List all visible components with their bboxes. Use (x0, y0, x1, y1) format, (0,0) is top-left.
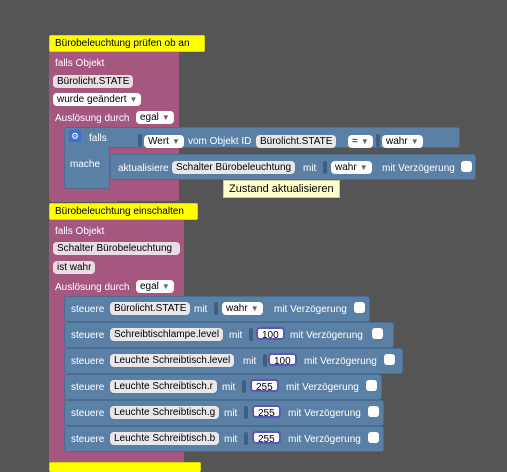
delay-checkbox[interactable] (366, 380, 377, 391)
object-field-2[interactable]: Schalter Bürobeleuchtung (53, 242, 180, 255)
control-value: wahr (226, 303, 248, 314)
if-label: falls (89, 133, 107, 144)
control-target[interactable]: Schreibtischlampe.level (110, 328, 224, 341)
steuere-label: steuere (71, 408, 105, 419)
value-slot-edge (249, 328, 253, 341)
value-slot-edge (214, 302, 218, 315)
delay-label: mit Verzögerung (382, 163, 455, 174)
control-target[interactable]: Leuchte Schreibtisch.r (110, 380, 217, 393)
ausloesung-label-2: Auslösung durch (55, 282, 130, 293)
value-slot-edge (244, 406, 248, 419)
delay-label: mit Verzögerung (274, 304, 347, 315)
steuere-label: steuere (71, 382, 105, 393)
delay-label: mit Verzögerung (290, 330, 363, 341)
chevron-down-icon: ▼ (360, 137, 369, 146)
value-dd-label: Wert (148, 136, 169, 147)
trigger-field-2[interactable]: ist wahr (53, 261, 96, 274)
steuere-label: steuere (71, 356, 105, 367)
control-number[interactable]: 255 (252, 431, 281, 445)
control-value-dropdown[interactable]: wahr▼ (222, 302, 263, 315)
chevron-down-icon: ▼ (161, 113, 170, 122)
comment-block-1[interactable]: Bürobeleuchtung prüfen ob an (49, 35, 205, 52)
steuere-label: steuere (71, 304, 105, 315)
control-target[interactable]: Leuchte Schreibtisch.b (110, 432, 220, 445)
control-number[interactable]: 255 (252, 405, 281, 419)
value-slot-edge (263, 354, 267, 367)
compare-value: wahr (386, 136, 408, 147)
compare-slot-edge (376, 134, 380, 147)
value-slot-edge (323, 161, 327, 174)
gear-icon[interactable]: ⚙ (69, 130, 81, 142)
delay-label: mit Verzögerung (288, 408, 361, 419)
comment-block-2[interactable]: Bürobeleuchtung einschalten (49, 203, 198, 220)
chevron-down-icon: ▼ (359, 163, 368, 172)
control-target[interactable]: Leuchte Schreibtisch.g (110, 406, 220, 419)
mit-label: mit (224, 408, 238, 419)
delay-label: mit Verzögerung (304, 356, 377, 367)
mit-label: mit (229, 330, 243, 341)
delay-label: mit Verzögerung (286, 382, 359, 393)
control-block[interactable] (64, 400, 384, 426)
aktualisiere-label: aktualisiere (118, 163, 169, 174)
compare-dropdown[interactable]: wahr▼ (382, 135, 423, 148)
delay-checkbox[interactable] (368, 406, 379, 417)
operator-value: = (352, 136, 358, 147)
update-target-field[interactable]: Schalter Bürobeleuchtung (172, 161, 296, 174)
control-block[interactable] (64, 322, 394, 348)
trigger-dropdown[interactable]: wurde geändert▼ (53, 93, 142, 106)
chevron-down-icon: ▼ (410, 137, 419, 146)
steuere-label: steuere (71, 434, 105, 445)
steuere-label: steuere (71, 330, 105, 341)
if-block-mache (64, 147, 110, 189)
delay-checkbox[interactable] (384, 354, 395, 365)
value-slot-edge (242, 380, 246, 393)
ausloesung-value: egal (140, 112, 159, 123)
ausloesung-dropdown[interactable]: egal▼ (136, 111, 174, 124)
trigger-value: wurde geändert (57, 94, 127, 105)
update-value-dropdown[interactable]: wahr▼ (331, 161, 372, 174)
mache-label: mache (70, 159, 101, 170)
delay-checkbox[interactable] (354, 302, 365, 313)
control-number[interactable]: 255 (250, 379, 279, 393)
mit-label: mit (224, 434, 238, 445)
mit-label: mit (243, 356, 257, 367)
chevron-down-icon: ▼ (250, 304, 259, 313)
ausloesung-dropdown-2[interactable]: egal▼ (136, 280, 174, 293)
falls-objekt-label: falls Objekt (55, 58, 105, 69)
ausloesung-label: Auslösung durch (55, 113, 130, 124)
operator-dropdown[interactable]: =▼ (348, 135, 373, 148)
delay-checkbox[interactable] (372, 328, 383, 339)
value-dropdown[interactable]: Wert▼ (144, 135, 184, 148)
control-number[interactable]: 100 (268, 353, 297, 367)
update-value: wahr (335, 162, 357, 173)
delay-label: mit Verzögerung (288, 434, 361, 445)
chevron-down-icon: ▼ (161, 282, 170, 291)
condition-slot-edge (138, 134, 142, 147)
chevron-down-icon: ▼ (129, 95, 138, 104)
ausloesung-value-2: egal (140, 281, 159, 292)
delay-checkbox[interactable] (368, 432, 379, 443)
mit-label: mit (303, 163, 317, 174)
delay-checkbox[interactable] (461, 161, 472, 172)
tooltip: Zustand aktualisieren (223, 180, 340, 198)
vom-objekt-label: vom Objekt ID (188, 136, 252, 147)
object-field[interactable]: Bürolicht.STATE (53, 75, 134, 88)
mit-label: mit (194, 304, 208, 315)
control-target[interactable]: Bürolicht.STATE (110, 302, 191, 315)
chevron-down-icon: ▼ (171, 137, 180, 146)
comment-block-3[interactable] (49, 462, 201, 472)
control-target[interactable]: Leuchte Schreibtisch.level (110, 354, 235, 367)
event-block-1-foot (49, 190, 119, 202)
object-id-field[interactable]: Bürolicht.STATE (256, 135, 337, 148)
mit-label: mit (222, 382, 236, 393)
control-number[interactable]: 100 (256, 327, 285, 341)
falls-objekt-label-2: falls Objekt (55, 226, 105, 237)
value-slot-edge (244, 432, 248, 445)
